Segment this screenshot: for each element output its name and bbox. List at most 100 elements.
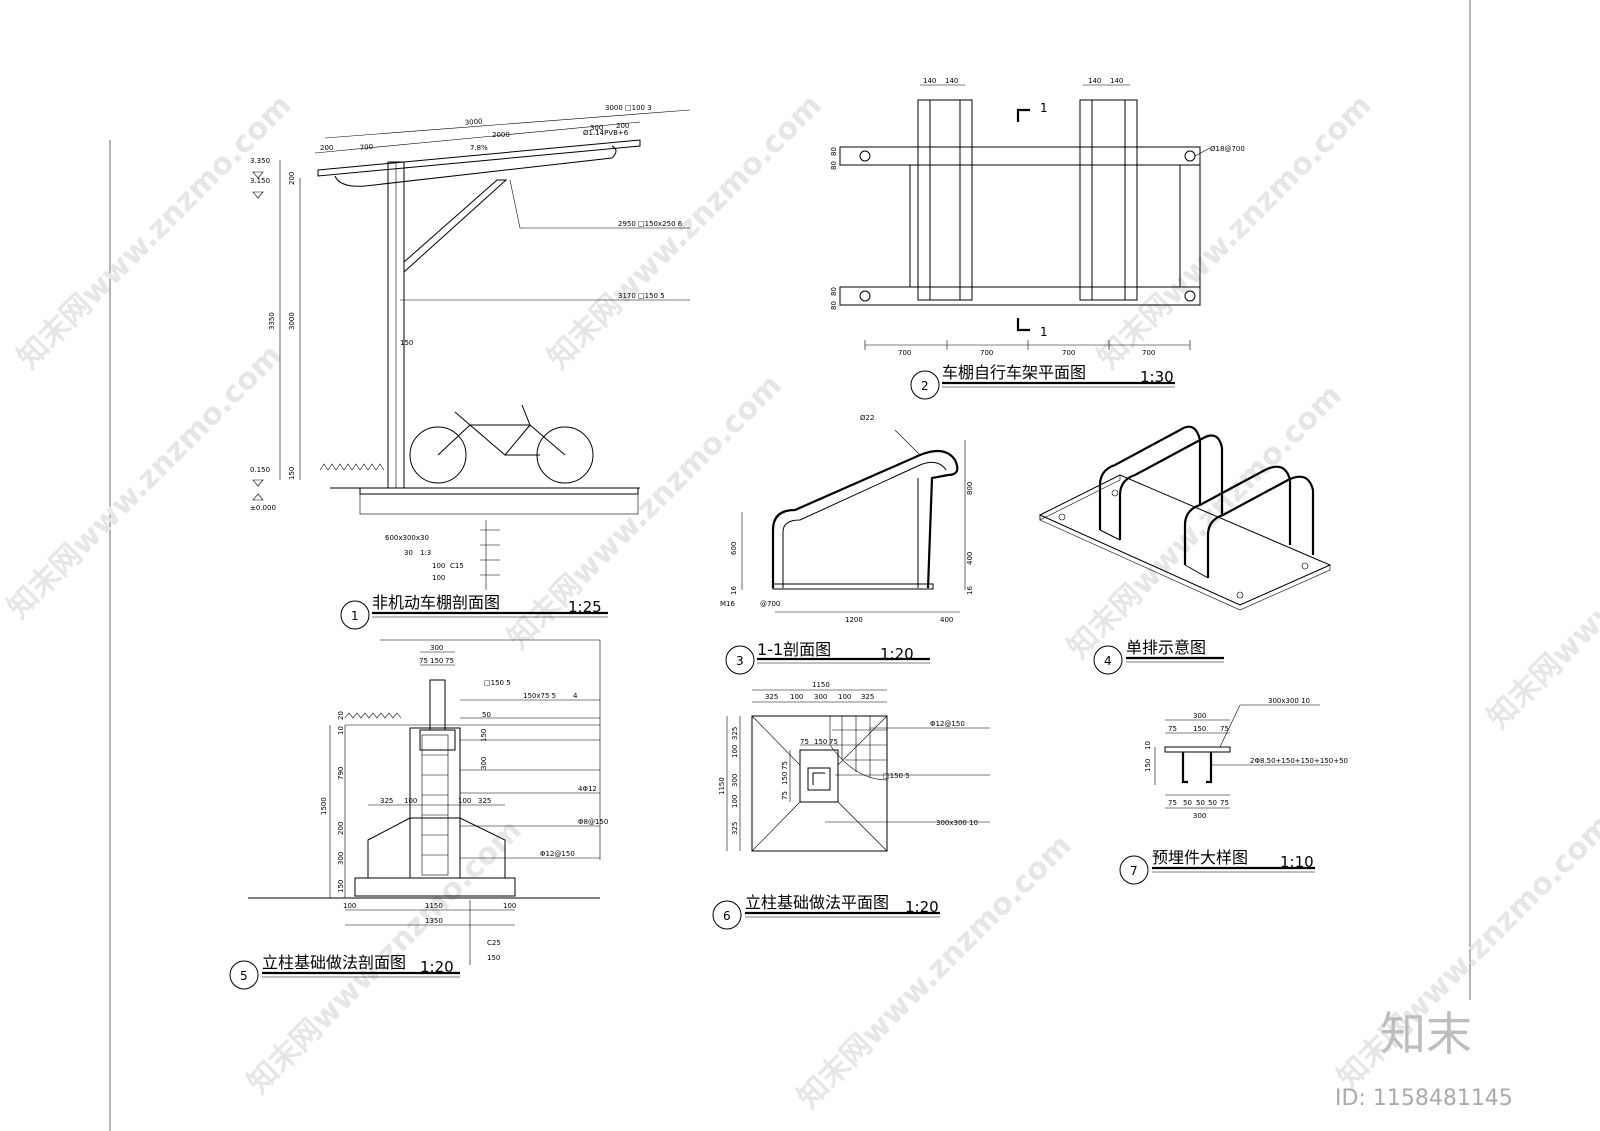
drawing-number: 2	[921, 379, 929, 393]
rack-bar	[959, 99, 973, 301]
dim-label: 100	[731, 745, 739, 758]
dim-label: 325	[861, 693, 874, 701]
label: 3170 □150 5	[618, 292, 665, 300]
label: M16	[720, 600, 735, 608]
dim-label: 300	[814, 693, 827, 701]
dim-label: 300	[1193, 712, 1206, 720]
dim-label: 3350	[268, 312, 276, 330]
footing-plan-outline	[751, 715, 888, 852]
drawing-scale: 1:20	[880, 645, 914, 663]
dim-label: 2000	[492, 131, 510, 139]
dim-label: 7.8%	[470, 144, 488, 152]
embed-plate	[1164, 746, 1231, 753]
label: 300x300 10	[936, 819, 978, 827]
watermark-text: 知末网www.znzmo.com	[1, 338, 289, 626]
level-label: 3.350	[250, 157, 270, 165]
section-mark-label: 1	[1040, 325, 1048, 339]
label: 300x300 10	[1268, 697, 1310, 705]
dim-label: 75	[419, 657, 428, 665]
label: 4	[573, 692, 578, 700]
drawing-number-circle	[725, 645, 755, 675]
drawing-number-circle	[910, 370, 940, 400]
dim-label: 75	[1220, 725, 1229, 733]
level-label: ±0.000	[250, 504, 276, 512]
drawing-3-section-1-1: Ø22 600 16 800 400 16 1200 400 M16 @700 …	[720, 414, 974, 675]
dim-label: 400	[966, 552, 974, 565]
dim-label: 80	[830, 301, 838, 310]
section-mark-icon	[1016, 318, 1030, 332]
dim-label: 10	[337, 726, 345, 735]
dim-label: 700	[898, 349, 911, 357]
dim-label: 150	[400, 339, 413, 347]
drawing-number: 7	[1130, 864, 1138, 878]
drawing-number: 1	[351, 609, 359, 623]
leader-line	[509, 179, 521, 229]
dim-label: 1150	[425, 902, 443, 910]
embed-plate-plan	[807, 767, 831, 791]
label: □150 5	[883, 772, 910, 780]
drawing-number-circle	[1093, 645, 1123, 675]
anchor-hole-icon	[1301, 562, 1309, 570]
paving-layer	[359, 487, 639, 495]
dim-label: 3000	[464, 117, 482, 127]
rebar-grid	[829, 715, 888, 781]
dim-label: 200	[320, 144, 333, 152]
drawing-scale: 1:20	[420, 958, 454, 976]
rack-bar	[1079, 99, 1093, 301]
brand-logo-text: 知末	[1380, 1007, 1472, 1061]
label: Ø22	[860, 414, 874, 422]
dim-label: 50	[1183, 799, 1192, 807]
section-mark-icon	[1016, 108, 1030, 122]
drawing-title: 立柱基础做法平面图	[745, 893, 889, 912]
bicycle-icon	[409, 404, 594, 484]
anchor-hole-icon	[859, 150, 871, 162]
label: 150x75 5	[523, 692, 556, 700]
dim-label: 50	[482, 711, 491, 719]
drawing-scale: 1:10	[1280, 853, 1314, 871]
dim-label: 100	[503, 902, 516, 910]
dim-label: 100	[838, 693, 851, 701]
drawing-number: 6	[723, 909, 731, 923]
dim-label: 16	[730, 586, 738, 595]
watermark-text: 知末网www.znzmo.com	[1481, 448, 1600, 736]
bedding-layer	[354, 877, 516, 897]
label: Φ12@150	[540, 850, 575, 858]
level-label: 3.150	[250, 177, 270, 185]
label: 100	[432, 574, 445, 582]
drawing-title: 预埋件大样图	[1152, 848, 1248, 867]
dim-label: 100	[404, 797, 417, 805]
drawing-7-embed-detail: 300 75 150 75 10 150 75 50 50 50 75 300 …	[1119, 697, 1348, 885]
rack-bar	[1124, 99, 1138, 301]
dim-label: 150	[1144, 759, 1152, 772]
dim-label: 325	[731, 727, 739, 740]
dim-label: 140	[1088, 77, 1101, 85]
dim-label: 75	[829, 738, 838, 746]
drawing-5-foundation-section: 300 75 150 75 20 10 50 150 300 790 1500 …	[229, 639, 608, 990]
dim-label: 700	[1142, 349, 1155, 357]
grass-line	[344, 712, 402, 719]
watermark-text: 知末网www.znzmo.com	[11, 88, 299, 376]
drawing-4-single-row-sketch: 4 单排示意图	[1038, 425, 1332, 675]
dim-label: 80	[830, 161, 838, 170]
dim-label: 700	[980, 349, 993, 357]
dim-label: 325	[380, 797, 393, 805]
label: 600x300x30	[385, 534, 429, 542]
rebar-cage	[421, 734, 449, 876]
dim-label: 75	[800, 738, 809, 746]
dim-label: 75	[445, 657, 454, 665]
drawing-number: 4	[1104, 654, 1112, 668]
dim-label: 16	[966, 586, 974, 595]
dim-label: 100	[790, 693, 803, 701]
dim-label: 75	[1168, 799, 1177, 807]
dim-label: 150	[1193, 725, 1206, 733]
dim-label: 200	[337, 822, 345, 835]
watermark-text: 知末网www.znzmo.com	[791, 828, 1079, 1116]
dim-label: 325	[765, 693, 778, 701]
watermark-text: 知末网www.znzmo.com	[1061, 378, 1349, 666]
anchor-hole-icon	[1236, 591, 1244, 599]
dim-label: 1200	[845, 616, 863, 624]
dim-label: 150	[337, 880, 345, 893]
dim-label: 10	[1144, 741, 1152, 750]
dim-label: 75	[1168, 725, 1177, 733]
